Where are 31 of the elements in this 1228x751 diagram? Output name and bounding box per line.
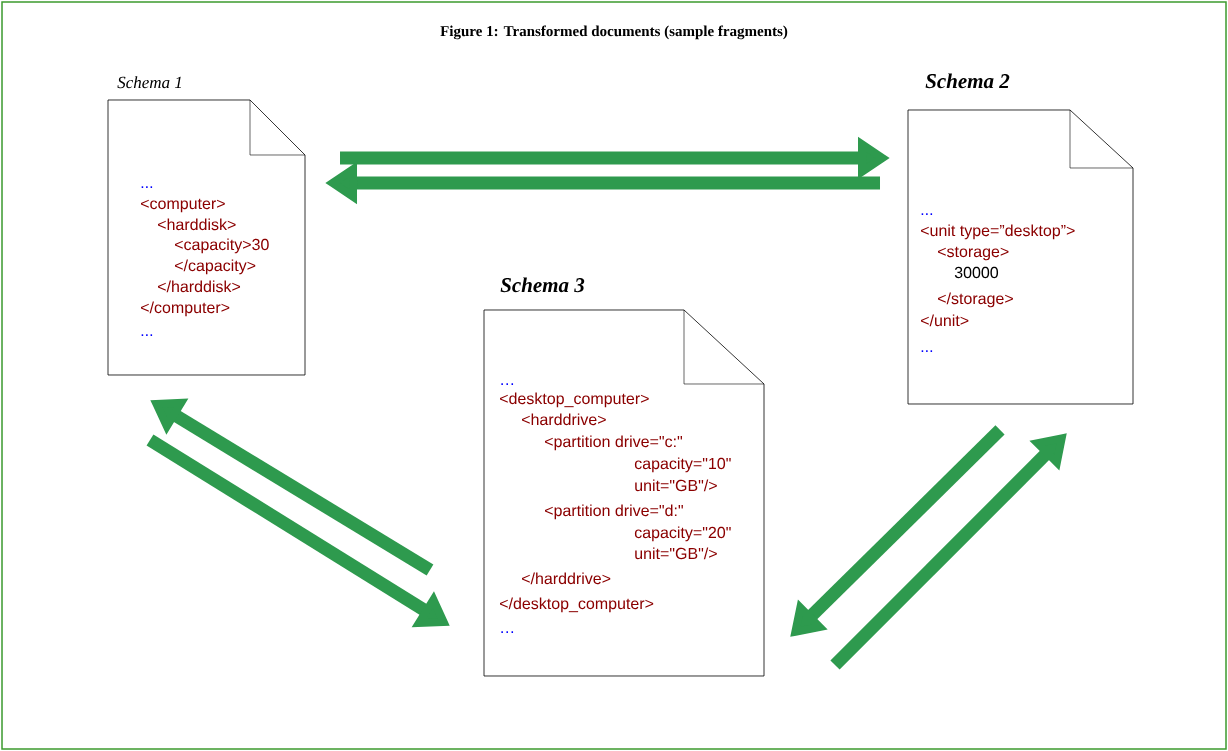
- code-line: </unit>: [921, 314, 969, 327]
- code-line: </harddisk>: [158, 280, 241, 293]
- code-line: ...: [141, 334, 153, 336]
- code-line: capacity="10": [634, 457, 731, 473]
- code-line: <capacity>30: [175, 238, 269, 254]
- code-line: ...: [141, 186, 153, 188]
- code-line: ...: [921, 350, 933, 352]
- code-line: …: [501, 383, 514, 385]
- code-line: <harddrive>: [522, 413, 606, 426]
- code-line: unit="GB"/>: [635, 547, 717, 560]
- code-line: ...: [921, 213, 933, 215]
- code-line: <harddisk>: [158, 218, 236, 231]
- schema-heading: Schema 3: [500, 277, 585, 293]
- code-line: unit="GB"/>: [635, 479, 717, 492]
- code-line: </harddrive>: [522, 572, 611, 585]
- code-line: <desktop_computer>: [500, 392, 649, 408]
- code-line: <computer>: [141, 198, 225, 213]
- code-line: <storage>: [938, 246, 1009, 261]
- code-line: </computer>: [141, 301, 230, 317]
- code-line: capacity="20": [634, 526, 731, 542]
- code-line: <unit type=”desktop”>: [921, 224, 1075, 240]
- code-line: </desktop_computer>: [500, 597, 654, 613]
- schema-heading: Schema 2: [925, 73, 1010, 89]
- code-line: …: [501, 631, 514, 633]
- code-line: <partition drive="d:": [545, 504, 683, 520]
- code-line: </capacity>: [175, 259, 256, 275]
- figure-title: Figure 1: Transformed documents (sample fragments): [440, 25, 788, 40]
- schema-heading: Schema 1: [117, 76, 181, 89]
- code-line: </storage>: [938, 292, 1013, 308]
- code-line: 30000: [954, 266, 999, 279]
- code-line: <partition drive="c:": [545, 435, 683, 451]
